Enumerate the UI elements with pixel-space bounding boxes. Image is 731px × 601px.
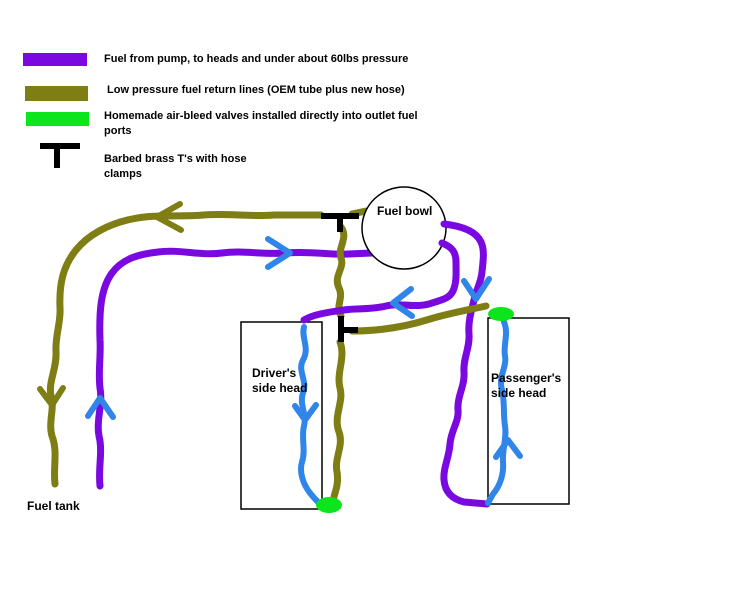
passengers-air-bleed-valve [488,307,514,321]
legend-label-brass-tee-line1: Barbed brass T's with hose [104,153,247,165]
legend-label-air-bleed-valve-line2: ports [104,125,132,137]
fuel-bowl-circle [361,186,447,270]
return-line-tee-to-drivers-valve [330,338,346,501]
legend-swatch-return-line [25,86,88,101]
legend-label-air-bleed-valve: Homemade air-bleed valves installed dire… [104,109,418,139]
legend-brass-tee-icon [40,143,80,168]
drivers-air-bleed-valve [316,497,342,513]
return-flow-arrow-left-icon [154,201,184,233]
legend-label-brass-tee-line2: clamps [104,168,142,180]
brass-tee-lower-icon [338,316,358,342]
return-line-between-tees [333,223,348,320]
legend-label-air-bleed-valve-line1: Homemade air-bleed valves installed dire… [104,110,418,122]
pressure-line-bowl-to-drivers-head [300,239,460,324]
feed-flow-arrow-left-icon [390,286,415,319]
fuel-tank-label: Fuel tank [27,499,80,513]
legend-swatch-air-bleed-valve [26,112,89,126]
flow-line-passengers-head [485,319,509,506]
drivers-head-label-line2: side head [252,381,308,395]
legend-label-return-line: Low pressure fuel return lines (OEM tube… [107,84,405,96]
passengers-head-flow-arrow-up-icon [493,437,523,460]
drivers-head-label: Driver's side head [252,366,307,396]
brass-tee-upper-icon [321,213,359,232]
feed-flow-arrow-up-icon [85,395,116,420]
drivers-head-flow-arrow-down-icon [292,402,319,423]
fuel-bowl-label: Fuel bowl [377,204,433,218]
return-line-tee-to-passengers-valve [348,302,490,335]
legend-label-pressure-line: Fuel from pump, to heads and under about… [104,53,409,65]
pressure-line-tank-to-bowl [94,247,376,490]
drivers-head-label-line1: Driver's [252,366,297,380]
pressure-line-bowl-to-passengers-head [440,220,491,508]
feed-flow-arrow-down-icon [461,276,492,302]
passengers-head-label: Passenger's side head [491,371,561,401]
return-line-tee-to-tank [46,210,325,488]
flow-line-drivers-head [298,324,322,506]
feed-flow-arrow-right-icon [265,236,293,270]
legend-label-brass-tee: Barbed brass T's with hose clamps [104,152,247,182]
passengers-head-label-line2: side head [491,386,547,400]
legend-swatch-pressure-line [23,53,87,66]
return-flow-arrow-down-icon [37,385,66,408]
passengers-head-label-line1: Passenger's [491,371,562,385]
